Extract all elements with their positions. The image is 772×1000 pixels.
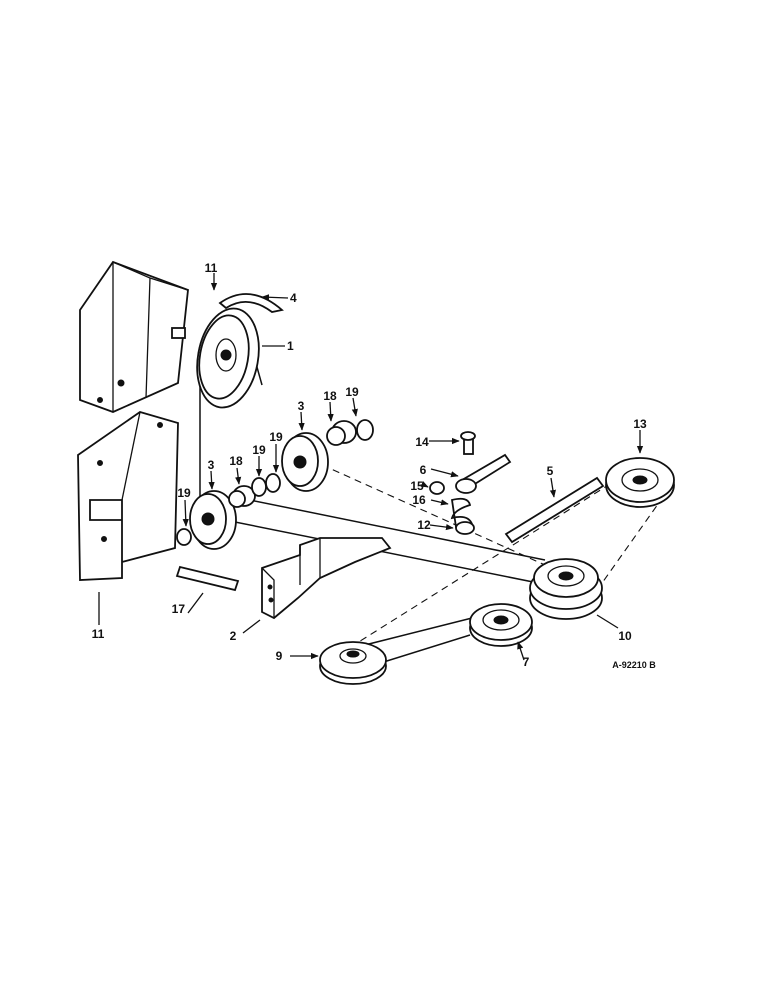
callout-17: 15 (410, 479, 424, 493)
callout-19-left: 19 (177, 486, 191, 500)
lower-left-pulley (319, 641, 387, 685)
callout-19-lower-b: 19 (269, 430, 283, 444)
callouts: 11 4 1 3 18 19 3 18 19 19 19 17 11 2 14 … (92, 261, 657, 670)
callout-15: 9 (276, 649, 283, 663)
lower-snap-ring-b (265, 473, 281, 493)
callout-14: 13 (633, 417, 647, 431)
callout-13: 17 (172, 602, 186, 616)
callout-5: 5 (547, 464, 554, 478)
lower-snap-ring-a (251, 477, 267, 497)
callout-18-upper: 18 (323, 389, 337, 403)
callout-9: 14 (415, 435, 429, 449)
drive-belts (199, 359, 664, 676)
lower-idler-pulley (189, 490, 237, 550)
lower-bearing (228, 485, 256, 508)
upper-snap-ring (356, 419, 374, 441)
callout-19-lower-a: 19 (252, 443, 266, 457)
callout-7: 6 (420, 463, 427, 477)
multi-groove-pulley (529, 558, 603, 620)
callout-4: 4 (290, 291, 297, 305)
long-shaft (504, 476, 605, 544)
mounting-bracket (261, 537, 392, 620)
lower-right-pulley (469, 603, 533, 647)
left-snap-ring (176, 528, 192, 546)
upper-bearing (326, 420, 357, 446)
callout-12: 11 (92, 627, 105, 641)
upper-idler-pulley (281, 432, 329, 492)
upper-belt-shield (79, 260, 189, 413)
callout-3-lower: 3 (208, 458, 215, 472)
short-shaft (175, 565, 240, 592)
large-pulley (196, 307, 260, 409)
lower-belt-shield (77, 411, 179, 581)
belt-guide (218, 293, 284, 313)
callout-3-upper: 3 (298, 399, 305, 413)
callout-2: 2 (230, 629, 237, 643)
callout-19-upper: 19 (345, 385, 359, 399)
callout-18-lower: 18 (229, 454, 243, 468)
reference-number: A-92210 B (612, 660, 656, 670)
callout-16: 10 (618, 629, 632, 643)
callout-6: 7 (523, 655, 530, 669)
callout-10: 16 (412, 493, 426, 507)
callout-8: 12 (417, 518, 431, 532)
callout-1: 1 (287, 339, 294, 353)
upper-right-pulley (605, 457, 675, 508)
idler-arm-assembly (429, 431, 512, 535)
callout-11: 11 (205, 261, 218, 275)
